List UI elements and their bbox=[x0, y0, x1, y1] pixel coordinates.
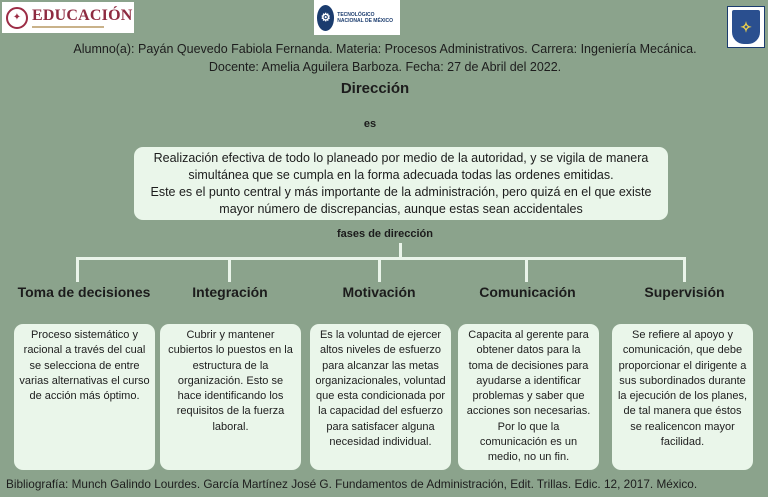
phase-title: Comunicación bbox=[479, 284, 576, 300]
diagram-title: Dirección bbox=[340, 80, 410, 97]
connector-es: es bbox=[363, 118, 377, 130]
phase-card: Es la voluntad de ejercer altos niveles … bbox=[310, 324, 451, 470]
phase-title: Toma de decisiones bbox=[17, 284, 151, 300]
phase-card: Se refiere al apoyo y comunicación, que … bbox=[612, 324, 753, 470]
sep-logo: ✦ EDUCACIÓN bbox=[2, 2, 134, 33]
institute-shield-logo: ✧ bbox=[727, 6, 765, 48]
connector-line-branch bbox=[76, 258, 79, 282]
header-line-1: Alumno(a): Payán Quevedo Fabiola Fernand… bbox=[73, 42, 697, 56]
tecnm-logo: ⚙ TECNOLÓGICO NACIONAL DE MÉXICO bbox=[314, 0, 400, 35]
connector-line-branch bbox=[378, 258, 381, 282]
definition-box: Realización efectiva de todo lo planeado… bbox=[134, 147, 668, 220]
phase-title: Supervisión bbox=[644, 284, 725, 300]
connector-line-branch bbox=[228, 258, 231, 282]
connector-line-horizontal bbox=[76, 257, 686, 260]
connector-line-branch bbox=[683, 258, 686, 282]
definition-paragraph-2: Este es el punto central y más important… bbox=[150, 185, 652, 216]
shield-icon: ✧ bbox=[732, 10, 760, 44]
definition-paragraph-1: Realización efectiva de todo lo planeado… bbox=[153, 151, 649, 182]
header-line-2: Docente: Amelia Aguilera Barboza. Fecha:… bbox=[208, 60, 562, 74]
phase-title: Motivación bbox=[342, 284, 416, 300]
eagle-seal-icon: ✦ bbox=[6, 6, 28, 29]
connector-line-vertical-top bbox=[399, 243, 402, 259]
phase-title: Integración bbox=[192, 284, 268, 300]
bibliography: Bibliografía: Munch Galindo Lourdes. Gar… bbox=[6, 477, 698, 491]
gear-icon: ⚙ bbox=[317, 4, 335, 31]
student-info-header: Alumno(a): Payán Quevedo Fabiola Fernand… bbox=[60, 40, 710, 76]
connector-fases: fases de dirección bbox=[337, 228, 433, 240]
phase-card: Proceso sistemático y racional a través … bbox=[14, 324, 155, 470]
phase-card: Cubrir y mantener cubiertos lo puestos e… bbox=[160, 324, 301, 470]
sep-logo-text: EDUCACIÓN bbox=[32, 6, 133, 24]
tecnm-logo-text: TECNOLÓGICO NACIONAL DE MÉXICO bbox=[337, 11, 394, 24]
phase-card: Capacita al gerente para obtener datos p… bbox=[458, 324, 599, 470]
connector-line-branch bbox=[525, 258, 528, 282]
